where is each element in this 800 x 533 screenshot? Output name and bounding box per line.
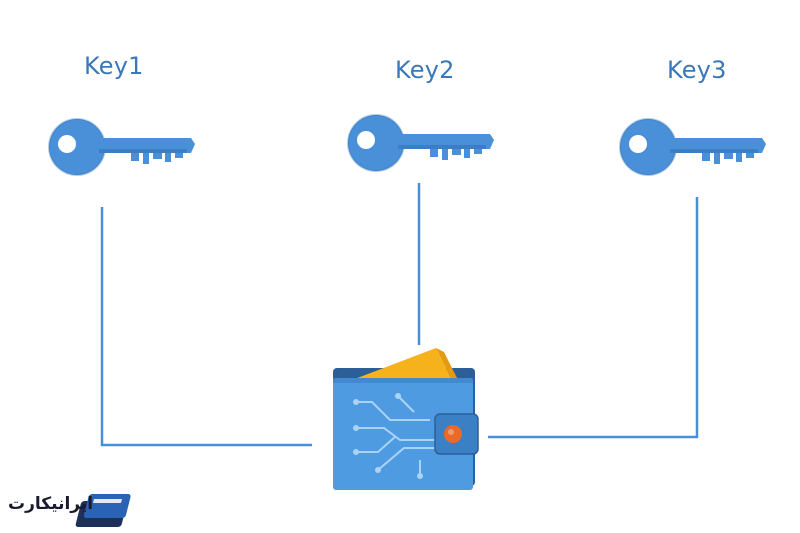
circuit-pattern [356,395,444,476]
key-label-1: Key1 [84,52,144,80]
connector-key3-line [488,197,699,439]
key-icon-2 [347,114,495,172]
card-stack-logo-icon [75,494,131,527]
key-icon-3 [619,118,767,176]
key-icon-1 [48,118,196,176]
key-label-3: Key3 [667,56,727,84]
connector-lines [100,183,699,447]
wallet-icon [333,348,479,490]
connector-key1-line [100,207,312,447]
key-label-2: Key2 [395,56,455,84]
brand-name: ایرانیکارت [8,494,94,514]
